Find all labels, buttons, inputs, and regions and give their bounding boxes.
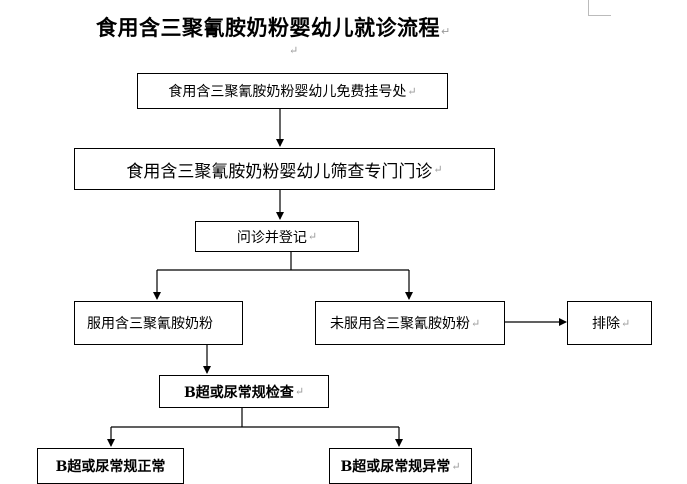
page-corner-mark xyxy=(588,0,611,16)
exclude-box: 排除↵ xyxy=(567,301,652,345)
normal-label: B超或尿常规正常 xyxy=(55,459,166,475)
paragraph-mark: ↵ xyxy=(433,162,443,176)
registration-box: 食用含三聚氰胺奶粉婴幼儿免费挂号处↵ xyxy=(137,73,448,109)
not-consumed-box: 未服用含三聚氰胺奶粉↵ xyxy=(315,301,505,345)
paragraph-mark: ↵ xyxy=(307,230,318,243)
abnormal-label: B超或尿常规异常 xyxy=(340,459,451,475)
screening-clinic-label: 食用含三聚氰胺奶粉婴幼儿筛查专门门诊 xyxy=(126,161,433,182)
abnormal-box: B超或尿常规异常↵ xyxy=(329,448,472,484)
paragraph-mark: ↵ xyxy=(451,459,461,473)
normal-box: B超或尿常规正常 xyxy=(37,448,184,484)
exam-label: B超或尿常规检查 xyxy=(183,384,294,401)
consult-register-box: 问诊并登记↵ xyxy=(195,221,359,252)
consumed-label: 服用含三聚氰胺奶粉 xyxy=(87,316,213,332)
paragraph-mark: ↵ xyxy=(289,44,299,57)
document-title: 食用含三聚氰胺奶粉婴幼儿就诊流程↵ xyxy=(96,12,451,42)
paragraph-mark: ↵ xyxy=(441,25,451,38)
consult-register-label: 问诊并登记 xyxy=(236,229,307,246)
registration-label: 食用含三聚氰胺奶粉婴幼儿免费挂号处 xyxy=(168,84,407,100)
paragraph-mark: ↵ xyxy=(294,385,305,398)
exam-box: B超或尿常规检查↵ xyxy=(159,375,329,408)
not-consumed-label: 未服用含三聚氰胺奶粉 xyxy=(330,316,470,332)
exclude-label: 排除 xyxy=(592,316,620,332)
paragraph-mark: ↵ xyxy=(471,316,481,330)
consumed-box: 服用含三聚氰胺奶粉 xyxy=(74,301,243,345)
paragraph-mark: ↵ xyxy=(621,316,631,330)
document-title-text: 食用含三聚氰胺奶粉婴幼儿就诊流程 xyxy=(96,16,440,40)
paragraph-mark: ↵ xyxy=(407,84,417,98)
screening-clinic-box: 食用含三聚氰胺奶粉婴幼儿筛查专门门诊↵ xyxy=(74,148,495,190)
